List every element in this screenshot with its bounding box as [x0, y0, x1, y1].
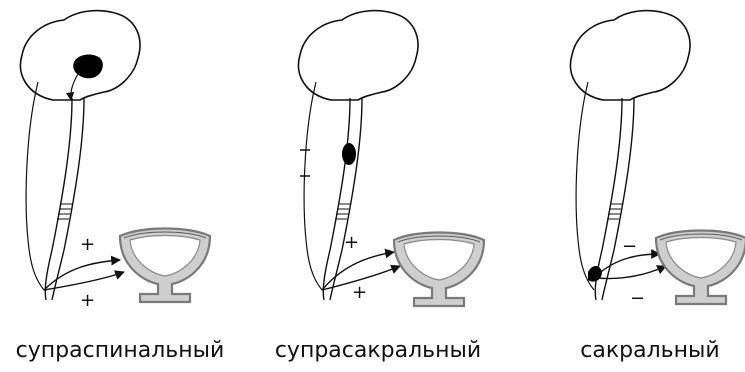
- lesion-blob: [342, 143, 356, 165]
- sign-plus-upper: +: [344, 232, 359, 253]
- brain-icon: [20, 11, 139, 300]
- panel-label-suprasacral: супрасакральный: [258, 336, 498, 366]
- sign-plus-upper: +: [80, 234, 95, 255]
- panel-suprasacral: + +: [298, 11, 484, 306]
- sign-minus-lower: −: [630, 288, 645, 309]
- panel-label-sacral: сакральный: [560, 336, 740, 366]
- sign-plus-lower: +: [352, 282, 367, 303]
- bladder-icon: [120, 229, 210, 303]
- panel-sacral: − −: [570, 11, 745, 309]
- lesion-blob: [588, 266, 602, 282]
- panel-suprasPinal: + +: [20, 11, 210, 311]
- bladder-icon: [656, 231, 745, 305]
- bladder-icon: [394, 233, 484, 307]
- sign-minus-upper: −: [622, 236, 637, 257]
- sign-plus-lower: +: [80, 290, 95, 311]
- panel-label-suprasPinal: супраспинальный: [0, 336, 240, 366]
